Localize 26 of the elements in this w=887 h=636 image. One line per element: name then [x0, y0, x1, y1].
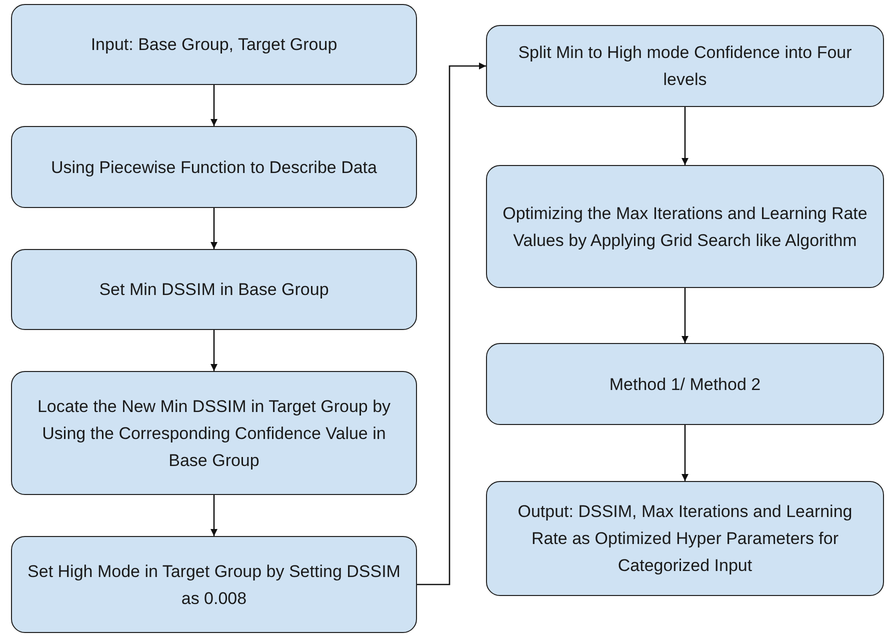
process-box — [486, 481, 884, 596]
process-box — [11, 371, 417, 495]
step-text: Set Min DSSIM in Base Group — [99, 279, 329, 301]
process-box — [11, 4, 417, 85]
process-box — [486, 25, 884, 107]
step-text: Optimizing the Max Iterations and Learning Rate Values by Applying Grid Search like Algorithm — [502, 202, 868, 252]
step-text: Split Min to High mode Confidence into Four levels — [517, 42, 853, 91]
arrow — [682, 288, 688, 343]
step-text: Set High Mode in Target Group by Setting DSSIM as 0.008 — [26, 560, 402, 610]
process-box — [11, 249, 417, 330]
step-text: Locate the New Min DSSIM in Target Group by Using the Corresponding Confidence Value in Base Group — [36, 396, 392, 472]
arrow — [682, 107, 688, 165]
arrow — [210, 330, 218, 371]
process-box — [11, 126, 417, 208]
arrow — [210, 495, 218, 536]
step-text: Using Piecewise Function to Describe Data — [51, 156, 377, 178]
process-box — [486, 165, 884, 288]
arrow — [210, 208, 218, 249]
arrow — [210, 85, 218, 126]
process-box — [11, 536, 417, 633]
step-text: Method 1/ Method 2 — [609, 374, 761, 396]
step-text: Output: DSSIM, Max Iterations and Learning Rate as Optimized Hyper Parameters for Categorized Input — [516, 501, 854, 577]
process-box — [486, 343, 884, 425]
arrow — [417, 62, 486, 586]
arrow — [682, 425, 688, 481]
step-text: Input: Base Group, Target Group — [90, 34, 338, 56]
